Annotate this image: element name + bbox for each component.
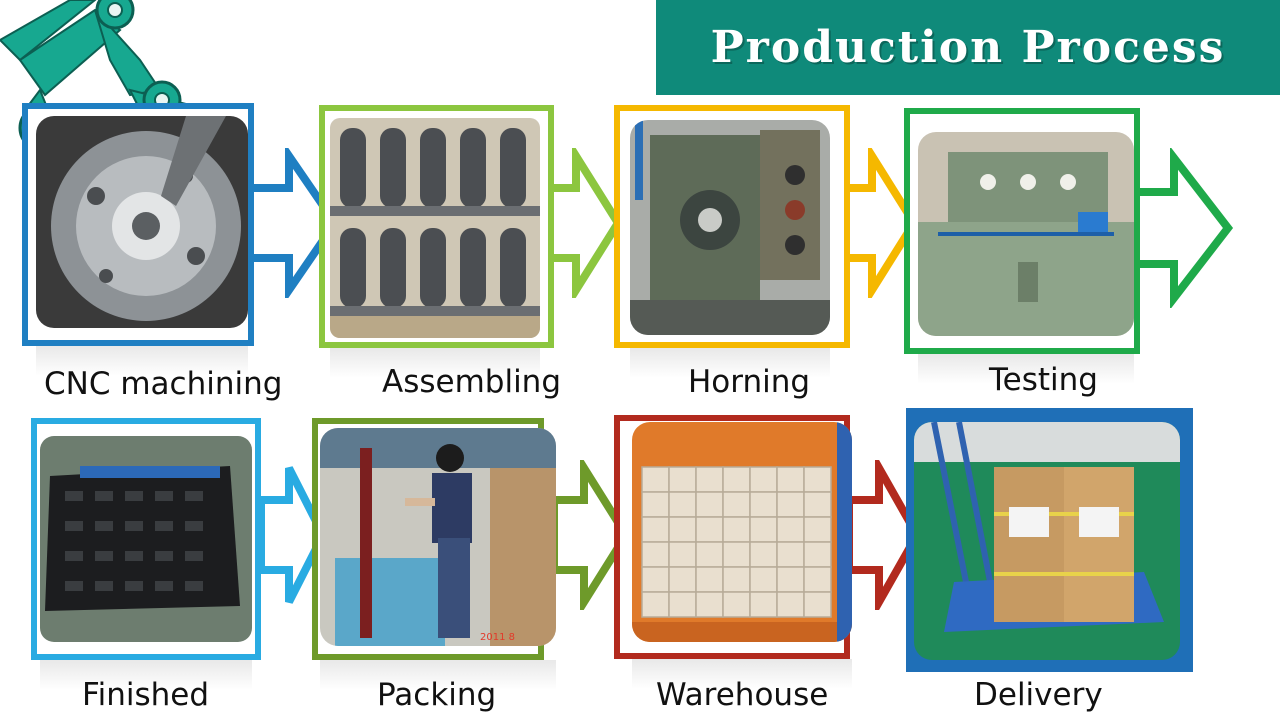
page-title: Production Process <box>710 22 1226 73</box>
photo-reflection <box>630 348 830 378</box>
step-label-assembling: Assembling <box>382 364 562 400</box>
flow-arrow-packing-to-warehouse <box>550 460 631 610</box>
flow-arrow-testing-end <box>1130 148 1234 308</box>
step-label-warehouse: Warehouse <box>656 677 829 713</box>
photo-packing: 2011 8 <box>320 428 556 646</box>
photo-finished <box>40 436 252 642</box>
gear-icon <box>95 0 135 30</box>
title-banner: Production Process <box>656 0 1280 95</box>
step-label-testing: Testing <box>989 362 1098 398</box>
photo-testing <box>918 132 1134 336</box>
photo-reflection <box>918 354 1134 384</box>
photo-reflection <box>40 660 252 690</box>
photo-delivery <box>914 422 1180 660</box>
photo-cnc-machining <box>36 116 248 328</box>
flow-arrow-warehouse-to-delivery <box>845 460 922 610</box>
photo-reflection <box>330 348 540 378</box>
step-label-cnc-machining: CNC machining <box>44 366 283 402</box>
step-label-finished: Finished <box>82 677 209 713</box>
photo-horning <box>630 120 830 335</box>
photo-reflection <box>320 660 556 690</box>
photo-warehouse <box>632 422 852 642</box>
flow-arrow-cnc-to-assembling <box>245 148 340 298</box>
packing-date-stamp: 2011 8 <box>480 632 515 643</box>
flow-arrow-finished-to-packing <box>257 466 328 604</box>
step-label-delivery: Delivery <box>974 677 1103 713</box>
photo-assembling <box>330 118 540 338</box>
photo-reflection <box>632 659 852 689</box>
step-label-horning: Horning <box>688 364 811 400</box>
photo-reflection <box>36 346 248 376</box>
step-label-packing: Packing <box>377 677 497 713</box>
